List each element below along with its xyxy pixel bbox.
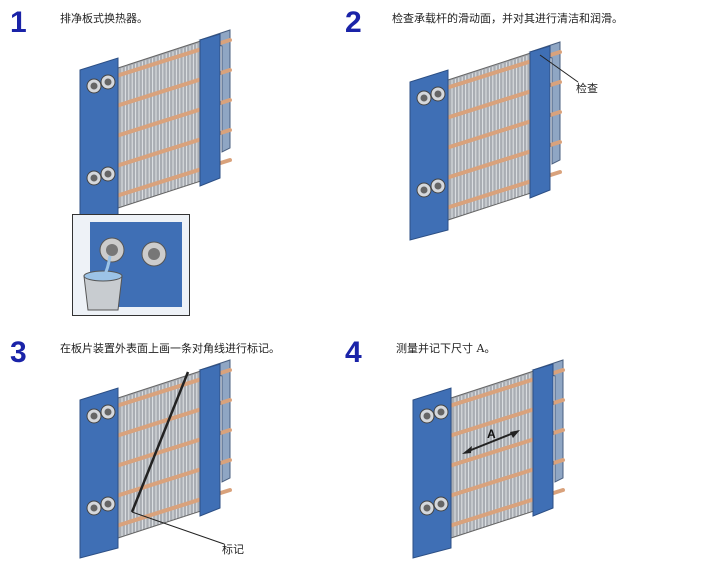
pressure-plate bbox=[199, 33, 221, 187]
inspect-callout: 检查 bbox=[576, 82, 598, 95]
port-opening bbox=[90, 412, 98, 420]
drain-bucket-inset bbox=[72, 214, 190, 316]
port-opening bbox=[420, 186, 428, 194]
fixed-frame-plate bbox=[409, 69, 449, 241]
heat-exchanger-illustration-2 bbox=[409, 41, 562, 241]
step-2-number: 2 bbox=[345, 6, 362, 39]
step-2-text: 检查承载杆的滑动面，并对其进行清洁和润滑。 bbox=[392, 12, 623, 25]
heat-exchanger-illustration-1 bbox=[79, 29, 232, 228]
port-opening bbox=[423, 504, 431, 512]
port-opening bbox=[104, 408, 112, 416]
step-3-number: 3 bbox=[10, 336, 27, 369]
step-4-text: 测量并记下尺寸 A。 bbox=[396, 342, 496, 355]
port-opening bbox=[437, 408, 445, 416]
dimension-a-label: A bbox=[487, 427, 496, 441]
step-4-number: 4 bbox=[345, 336, 362, 369]
step-1-text: 排净板式换热器。 bbox=[60, 12, 148, 25]
heat-exchanger-illustration-3 bbox=[79, 359, 232, 559]
port-opening bbox=[104, 170, 112, 178]
step-3-text: 在板片装置外表面上画一条对角线进行标记。 bbox=[60, 342, 280, 355]
pressure-plate bbox=[532, 363, 554, 517]
fixed-frame-plate bbox=[412, 387, 452, 559]
port-opening bbox=[104, 500, 112, 508]
port-opening bbox=[90, 82, 98, 90]
pressure-plate bbox=[199, 363, 221, 517]
mark-callout: 标记 bbox=[222, 543, 244, 556]
port-opening bbox=[90, 504, 98, 512]
step-1-number: 1 bbox=[10, 6, 27, 39]
heat-exchanger-illustration-4 bbox=[412, 359, 565, 559]
port-opening bbox=[434, 182, 442, 190]
port-opening bbox=[437, 500, 445, 508]
fixed-frame-plate bbox=[79, 387, 119, 559]
pressure-plate bbox=[529, 45, 551, 199]
port-opening bbox=[423, 412, 431, 420]
port-opening bbox=[90, 174, 98, 182]
port-opening bbox=[104, 78, 112, 86]
port-opening bbox=[434, 90, 442, 98]
port-opening bbox=[420, 94, 428, 102]
